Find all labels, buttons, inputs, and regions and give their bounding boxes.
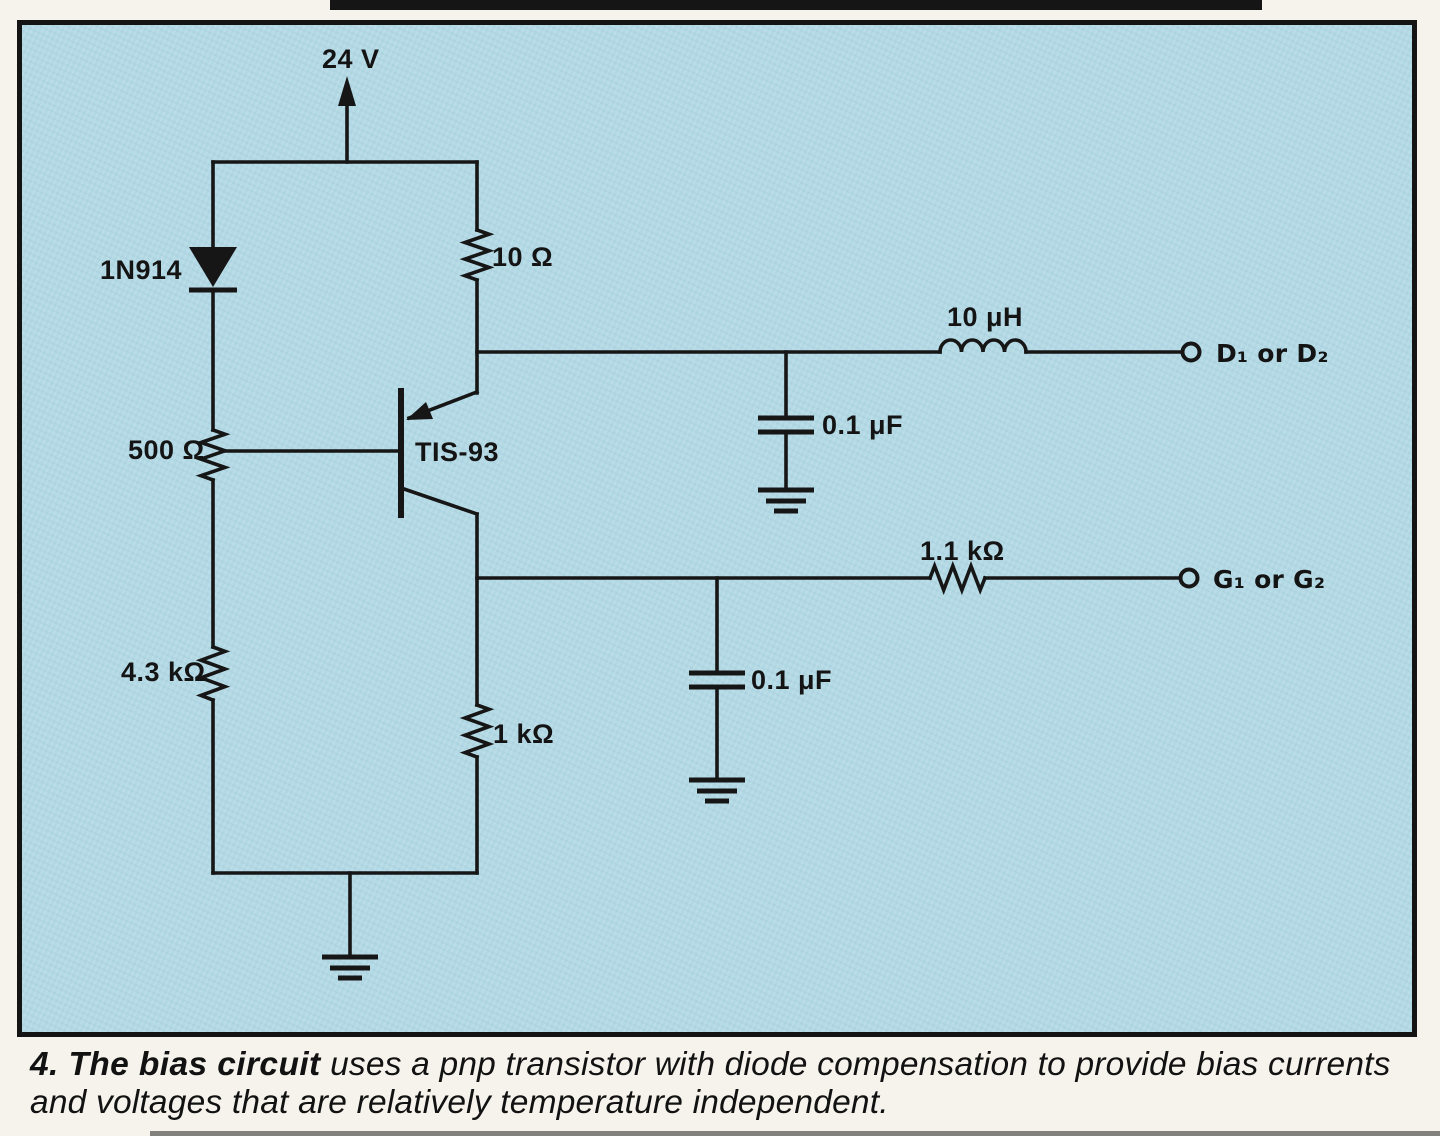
figure-caption: 4. The bias circuit uses a pnp transisto…	[30, 1046, 1428, 1122]
inductor-label: 10 μH	[947, 302, 1023, 332]
ground-icon	[758, 487, 814, 514]
figure-caption-text: uses a pnp transistor with diode compens…	[30, 1046, 1391, 1121]
ground-icon	[689, 777, 745, 804]
diode-label: 1N914	[100, 255, 182, 285]
capacitor-bottom-branch: 0.1 μF	[689, 576, 832, 804]
resistor-10-icon	[459, 227, 495, 283]
capacitor-icon	[758, 415, 814, 435]
capacitor-top-label: 0.1 μF	[822, 410, 903, 440]
supply-voltage-label: 24 V	[322, 44, 380, 74]
transistor-tis93-icon	[220, 388, 480, 518]
resistor-1k-label: 1 kΩ	[493, 719, 554, 749]
diode-1n914-icon	[189, 247, 237, 293]
resistor-1-1k-label: 1.1 kΩ	[920, 536, 1005, 566]
terminal-gate-label: G₁ or G₂	[1213, 565, 1325, 594]
resistor-4-3k-icon	[195, 644, 231, 703]
terminal-drain-label: D₁ or D₂	[1216, 339, 1329, 368]
capacitor-bottom-label: 0.1 μF	[751, 665, 832, 695]
inductor-10uh-icon	[938, 338, 1028, 354]
figure-caption-lead: 4. The bias circuit	[30, 1046, 321, 1083]
ground-icon	[322, 954, 378, 981]
page-top-rule	[330, 0, 1262, 10]
resistor-500-label: 500 Ω	[128, 435, 205, 465]
transistor-label: TIS-93	[415, 437, 499, 467]
capacitor-top-branch: 0.1 μF	[758, 350, 903, 514]
right-branch: 10 Ω	[459, 160, 553, 395]
left-branch: 1N914 500 Ω 4.3 kΩ	[100, 160, 237, 875]
resistor-4-3k-label: 4.3 kΩ	[121, 657, 206, 687]
bottom-rail-ground	[211, 871, 479, 981]
capacitor-icon	[689, 670, 745, 690]
resistor-1-1k-icon	[927, 560, 988, 596]
schematic-panel	[17, 20, 1417, 1037]
resistor-1k-branch: 1 kΩ	[459, 702, 554, 875]
resistor-10-label: 10 Ω	[492, 242, 553, 272]
terminal-drain-icon	[1180, 341, 1202, 363]
drain-output-rail: 10 μH D₁ or D₂	[475, 302, 1329, 368]
resistor-500-icon	[195, 427, 231, 483]
page-bottom-rule	[150, 1131, 1440, 1136]
up-arrow-icon	[338, 76, 356, 106]
terminal-gate-icon	[1178, 567, 1200, 589]
supply-24v: 24 V	[211, 44, 479, 164]
gate-output-rail: 1.1 kΩ G₁ or G₂	[475, 512, 1325, 707]
resistor-1k-icon	[459, 702, 495, 760]
